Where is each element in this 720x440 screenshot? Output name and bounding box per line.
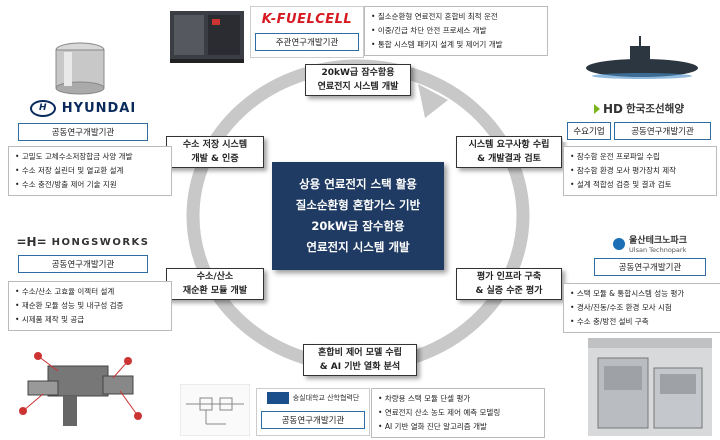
hd-logo: HD 한국조선해양 [563,101,715,116]
fuelcell-machine-photo [168,5,248,65]
hongsworks-logo-text: HONGSWORKS [51,236,150,248]
list-item: 고밀도 고체수소저장합금 사양 개발 [15,150,165,164]
list-item: 질소순환형 연료전지 혼합비 최적 운전 [371,10,541,24]
node-recirculation-module: 수소/산소 재순환 모듈 개발 [166,268,264,300]
hongsworks-logo: =H= HONGSWORKS [8,235,158,249]
ulsan-card: 울산테크노파크 Ulsan Technopark 공동연구개발기관 [590,232,710,280]
ulsan-role: 공동연구개발기관 [594,258,706,276]
hyundai-logo: H HYUNDAI [8,100,158,117]
kfuelcell-task-list: 질소순환형 연료전지 혼합비 최적 운전 이중/긴급 차단 안전 프로세스 개발… [364,6,548,56]
hd-role-joint: 공동연구개발기관 [614,122,711,140]
list-item: 수소 충/방전 설비 구축 [570,315,716,329]
node-requirements: 시스템 요구사항 수립 & 개발결과 검토 [456,136,562,168]
hyundai-card: H HYUNDAI 공동연구개발기관 [8,98,158,142]
soongsil-logo-text: 숭실대학교 산학협력단 [292,394,360,402]
hongsworks-mark-icon: =H= [16,235,47,249]
cycle-arrow-head [418,84,448,118]
hd-mark-icon [594,103,600,114]
submarine-photo [580,32,702,88]
hongsworks-task-list: 수소/산소 고효율 이젝터 설계 재순환 모듈 성능 및 내구성 검증 시제품 … [8,281,172,331]
list-item: 잠수함 환경 모사 평가장치 제작 [570,164,710,178]
ulsan-task-list: 스택 모듈 & 통합시스템 성능 평가 경사/진동/수조 환경 모사 시험 수소… [563,283,720,333]
hyundai-role: 공동연구개발기관 [18,123,148,141]
ulsan-logo-text: 울산테크노파크 [629,236,687,246]
list-item: 수소 저장 실린더 및 열교환 설계 [15,164,165,178]
list-item: 잠수함 운전 프로파일 수립 [570,150,710,164]
list-item: 수소 충전/방출 제어 기술 지원 [15,178,165,192]
ulsan-mark-icon [613,237,626,250]
list-item: 스택 모듈 & 통합시스템 성능 평가 [570,287,716,301]
test-facility-photo [588,338,712,436]
hongsworks-card: =H= HONGSWORKS 공동연구개발기관 [8,232,158,276]
ejector-module-photo [8,336,158,436]
hydrogen-cylinder-photo [50,40,110,96]
soongsil-logo: 숭실대학교 산학협력단 [257,392,369,404]
list-item: 시제품 제작 및 공급 [15,313,165,327]
node-system-development: 20kW급 잠수함용 연료전지 시스템 개발 [305,64,411,96]
soongsil-card: 숭실대학교 산학협력단 공동연구개발기관 [256,388,370,436]
center-project-title: 상용 연료전지 스택 활용 질소순환형 혼합가스 기반 20kW급 잠수함용 연… [272,162,444,270]
hd-role-demand: 수요기업 [567,122,611,140]
list-item: AI 기반 열화 진단 알고리즘 개발 [378,420,538,434]
hd-card: HD 한국조선해양 수요기업 공동연구개발기관 [563,98,715,142]
kfuelcell-logo: K-FUELCELL [261,12,353,27]
hyundai-task-list: 고밀도 고체수소저장합금 사양 개발 수소 저장 실린더 및 열교환 설계 수소… [8,146,172,196]
hyundai-h-icon: H [29,100,56,117]
node-mixing-control: 혼합비 제어 모델 수립 & AI 기반 열화 분석 [303,344,417,376]
ulsan-logo: 울산테크노파크 Ulsan Technopark [590,233,710,254]
soongsil-mark-icon [266,392,289,404]
node-evaluation-infra: 평가 인프라 구축 & 실증 수준 평가 [456,268,562,300]
kfuelcell-role: 주관연구개발기관 [255,33,359,51]
hyundai-logo-text: HYUNDAI [61,101,137,116]
list-item: 수소/산소 고효율 이젝터 설계 [15,285,165,299]
kfuelcell-card: K-FUELCELL 주관연구개발기관 [250,6,364,58]
list-item: 통합 시스템 패키지 설계 및 제어기 개발 [371,38,541,52]
list-item: 이중/긴급 차단 안전 프로세스 개발 [371,24,541,38]
list-item: 설계 적합성 검증 및 결과 검토 [570,178,710,192]
list-item: 재순환 모듈 성능 및 내구성 검증 [15,299,165,313]
control-diagram-sketch [179,383,251,437]
soongsil-role: 공동연구개발기관 [261,411,365,429]
ulsan-logo-subtext: Ulsan Technopark [629,246,687,254]
node-hydrogen-storage: 수소 저장 시스템 개발 & 인증 [166,136,264,168]
list-item: 차량용 스택 모듈 단셀 평가 [378,392,538,406]
hongsworks-role: 공동연구개발기관 [18,255,148,273]
hd-task-list: 잠수함 운전 프로파일 수립 잠수함 환경 모사 평가장치 제작 설계 적합성 … [563,146,717,196]
list-item: 연료전지 산소 농도 제어 예측 모델링 [378,406,538,420]
list-item: 경사/진동/수조 환경 모사 시험 [570,301,716,315]
soongsil-task-list: 차량용 스택 모듈 단셀 평가 연료전지 산소 농도 제어 예측 모델링 AI … [371,388,545,438]
hd-logo-prefix: HD [603,101,624,116]
hd-logo-text: 한국조선해양 [626,103,684,115]
